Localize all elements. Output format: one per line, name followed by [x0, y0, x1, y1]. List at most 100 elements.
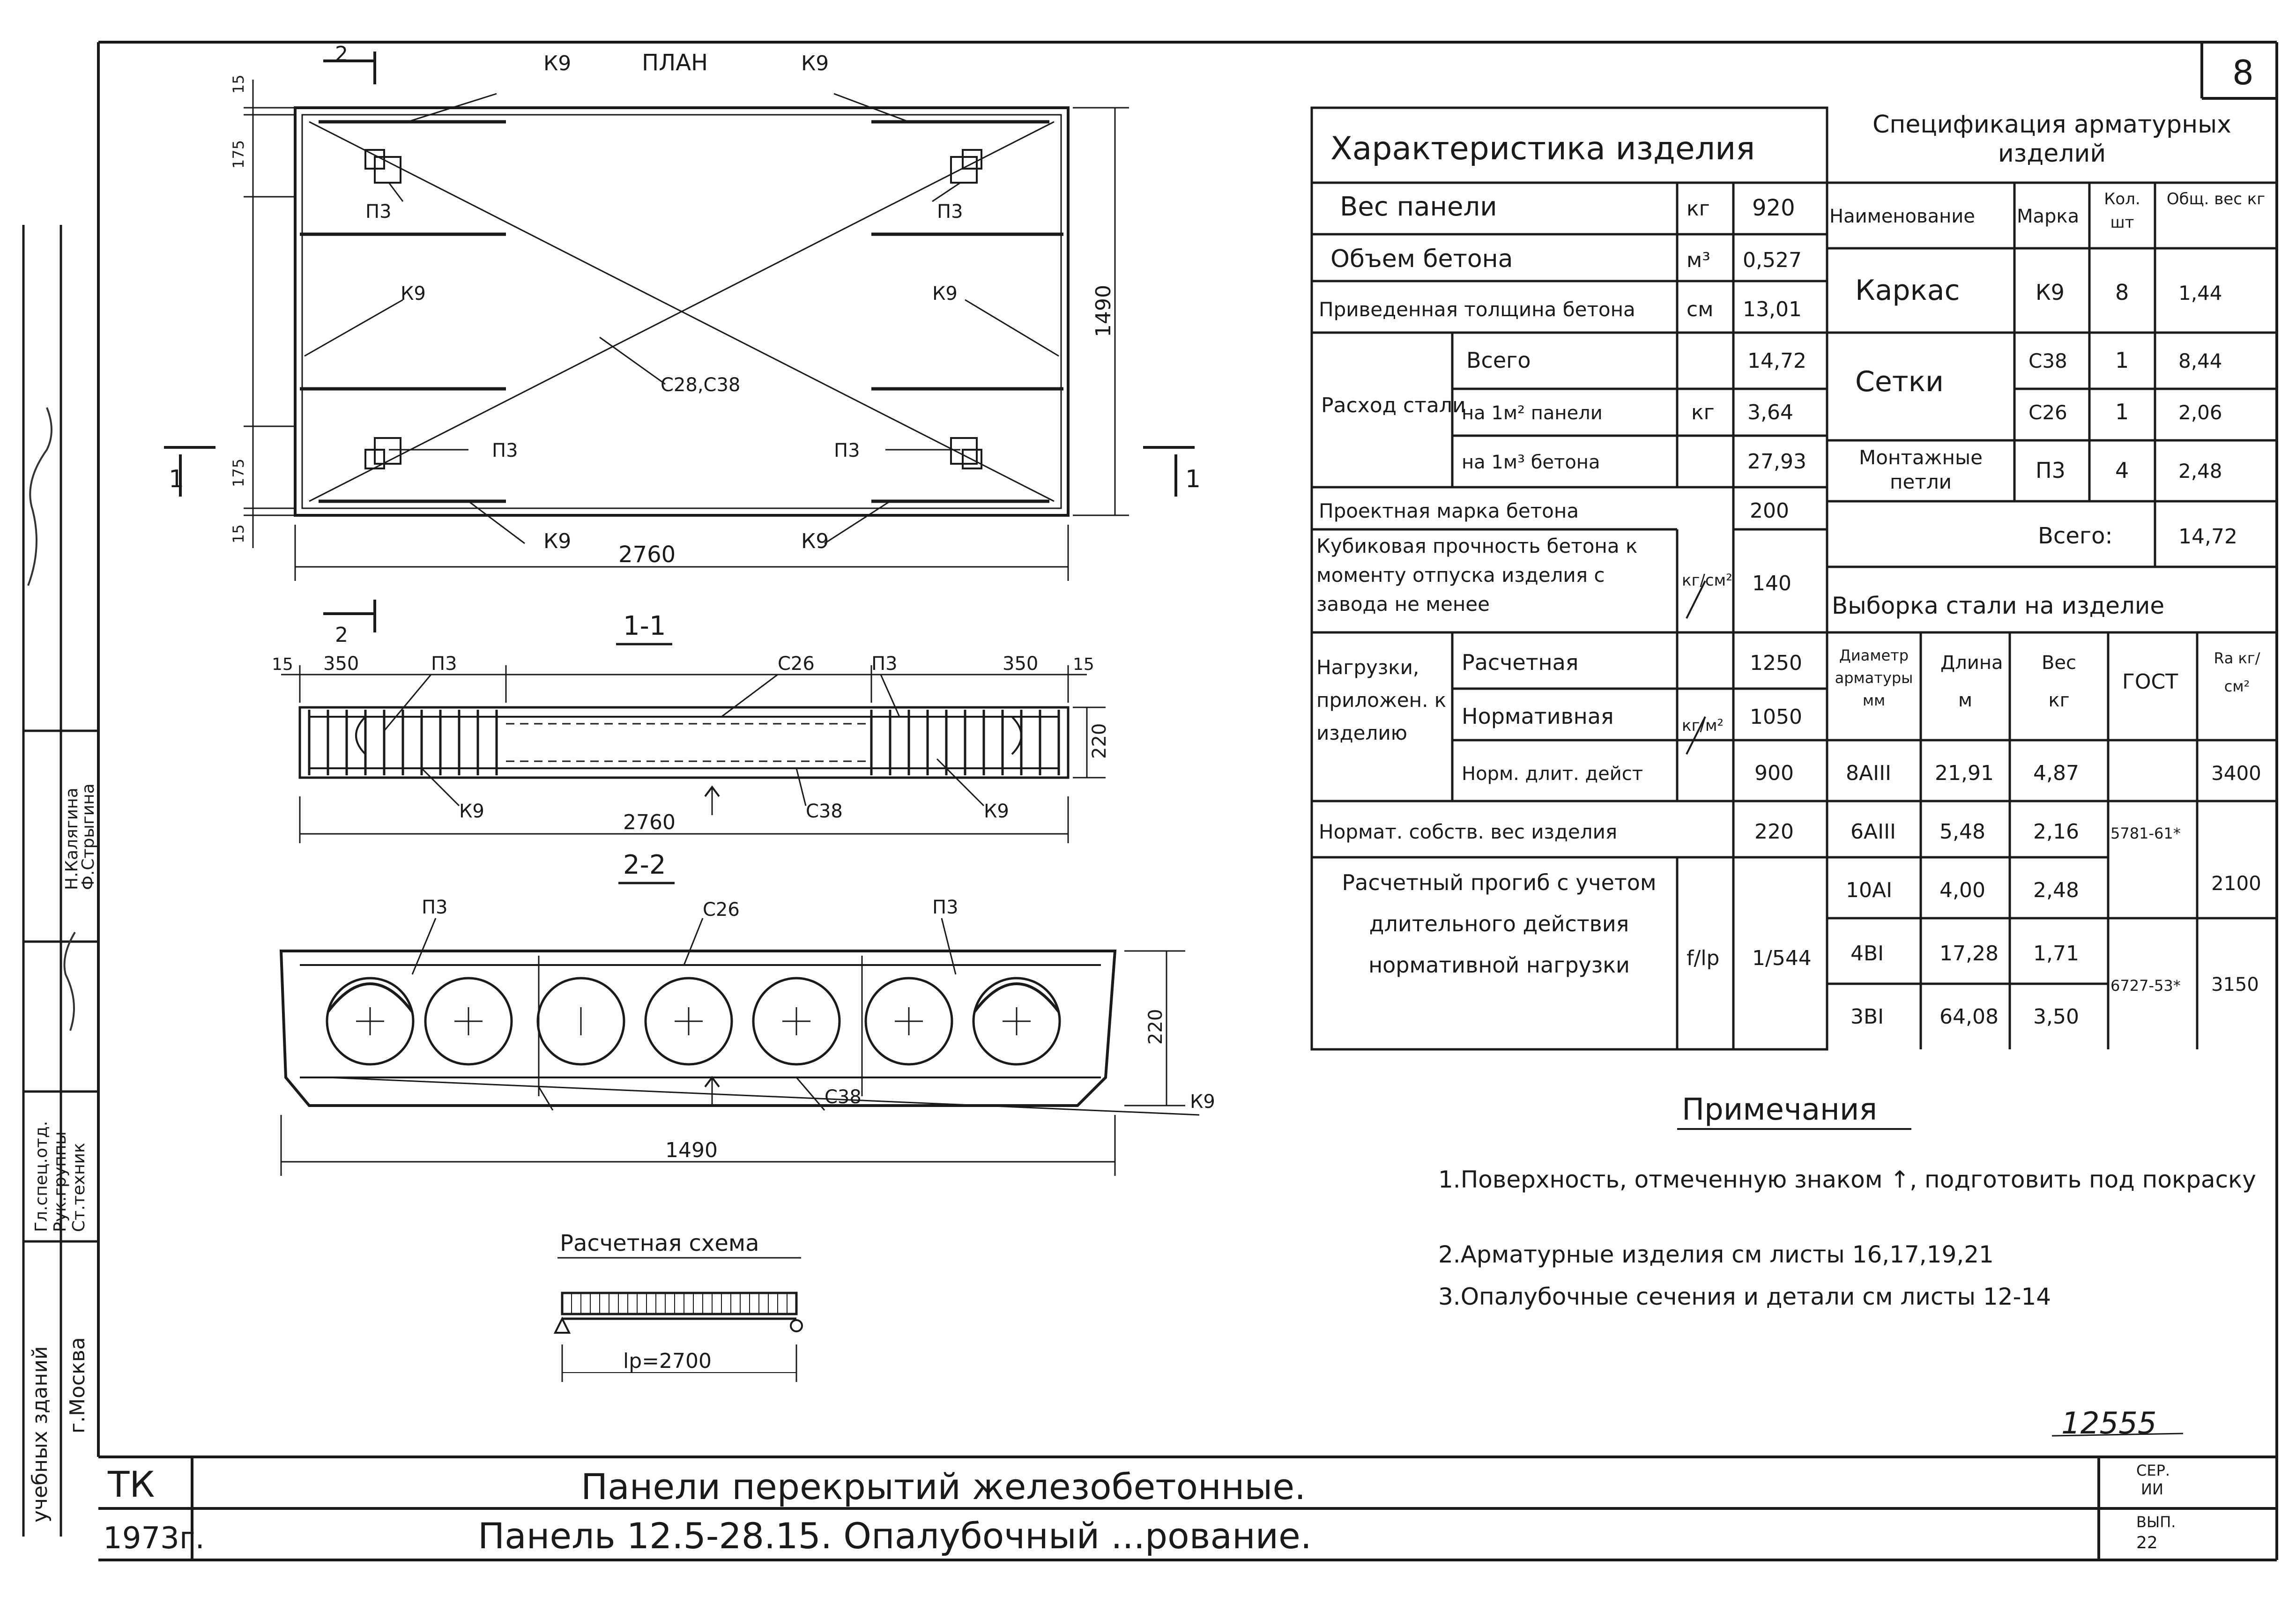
spec-row-mesh2-weight: 2,06	[2178, 401, 2222, 424]
steel-row2-gost: 5781-61*	[2110, 824, 2181, 842]
char-loads-sub-long: Норм. длит. дейст	[1462, 763, 1643, 785]
specification-table	[1827, 181, 2277, 568]
char-loads-name: Нагрузки, приложен. к изделию	[1316, 656, 1447, 744]
spec-row-loops-qty: 4	[2115, 458, 2129, 483]
stamp-name-2: Ф.Стрыгина	[79, 783, 98, 890]
section11-k9-left: К9	[459, 801, 484, 822]
steel-header-len: Длина м	[1940, 652, 2003, 711]
steel-row5-len: 64,08	[1939, 1005, 1999, 1029]
spec-row-frame-qty: 8	[2115, 280, 2129, 305]
plan-mesh-label: С28,С38	[661, 374, 740, 396]
char-deflection-name: Расчетный прогиб с учетом длительного де…	[1342, 870, 1657, 978]
section11-height: 220	[1089, 723, 1110, 759]
steel-row4-ra: 3150	[2211, 974, 2259, 995]
steel-header-ra: Rа кг/см²	[2214, 649, 2260, 695]
section11-length: 2760	[623, 810, 676, 834]
spec-title-box: Спецификация арматурных изделий	[1872, 111, 2231, 168]
plan-cut2-bottom: 2	[335, 623, 348, 647]
spec-row-mesh1-qty: 1	[2115, 348, 2129, 373]
steel-title: Выборка стали на изделие	[1832, 592, 2164, 619]
spec-header-qty-box: Кол. шт	[2104, 190, 2140, 232]
steel-row4-w: 1,71	[2033, 942, 2079, 965]
series-label-2: ИИ	[2141, 1480, 2163, 1498]
plan-cut1-left: 1	[169, 465, 184, 493]
plan-k9-bottom-right: К9	[801, 529, 829, 553]
char-loads-sub-design: Расчетная	[1462, 650, 1578, 675]
steel-row4-len: 17,28	[1939, 942, 1999, 965]
section22-p3-left: П3	[422, 897, 448, 918]
section22-k9-label: К9	[1190, 1091, 1215, 1113]
char-steel-unit: кг	[1691, 401, 1715, 424]
steel-row1-d: 8АIII	[1846, 761, 1891, 785]
plan-offset-dim-top: 175	[230, 140, 247, 169]
notes-title: Примечания	[1682, 1092, 1877, 1127]
spec-title: Спецификация арматурных изделий	[1872, 111, 2231, 168]
steel-header-d-box: Диаметр арматуры мм	[1835, 646, 1913, 709]
note-1: 1.Поверхность, отмеченную знаком ↑, подг…	[1438, 1166, 2256, 1193]
plan-p3-bottom-left: П3	[492, 440, 518, 461]
char-volume-unit: м³	[1687, 248, 1710, 272]
char-thickness-name: Приведенная толщина бетона	[1319, 298, 1635, 321]
char-weight-unit: кг	[1687, 197, 1710, 221]
org-code: ТК	[107, 1463, 155, 1505]
steel-row2-w: 2,16	[2033, 820, 2079, 844]
section11-p3-left: П3	[431, 653, 457, 675]
steel-row2-d: 6АIII	[1850, 820, 1896, 844]
spec-row-mesh-name: Сетки	[1855, 365, 1944, 398]
spec-total-label: Всего:	[2038, 523, 2113, 549]
stamp-org: учебных зданий	[28, 1346, 52, 1522]
steel-row3-d: 10АI	[1846, 878, 1892, 902]
spec-row-frame-weight: 1,44	[2178, 282, 2222, 304]
section-2-2	[279, 882, 1200, 1176]
spec-row-loops-mark: П3	[2036, 458, 2066, 483]
plan-p3-bottom-right: П3	[834, 440, 860, 461]
section22-c38-label: С38	[825, 1086, 862, 1108]
steel-row4-gost: 6727-53*	[2110, 977, 2181, 995]
plan-k9-top-right: К9	[801, 52, 829, 75]
spec-header-name: Наименование	[1829, 206, 1975, 227]
spec-row-mesh2-mark: С26	[2029, 401, 2067, 424]
characteristics-table	[1310, 106, 1828, 1051]
spec-row-loops-name-box: Монтажные петли	[1859, 446, 1983, 493]
char-grade-name: Проектная марка бетона	[1319, 499, 1579, 522]
plan-k9-mid-left: К9	[401, 283, 426, 304]
char-selfweight-name: Нормат. собств. вес изделия	[1319, 820, 1617, 843]
spec-row-frame-mark: К9	[2036, 280, 2065, 305]
char-weight-name: Вес панели	[1340, 192, 1497, 222]
plan-k9-bottom-left: К9	[543, 529, 571, 553]
spec-row-mesh1-weight: 8,44	[2178, 349, 2222, 372]
series-label-3: ВЫП.	[2136, 1513, 2176, 1531]
spec-row-loops-name: Монтажные петли	[1859, 446, 1983, 493]
stamp-role-1: Гл.спец.отд.	[32, 1121, 51, 1232]
plan-edge-dim-top: 15	[230, 74, 247, 94]
char-volume-name: Объем бетона	[1330, 245, 1513, 273]
section22-width: 1490	[665, 1138, 718, 1162]
section11-k9-right: К9	[984, 801, 1009, 822]
spec-header-weight-box: Общ. вес кг	[2167, 190, 2265, 208]
plan-height-dim: 1490	[1092, 285, 1115, 337]
steel-header-w-box: Вес кг	[2042, 652, 2076, 711]
section11-c38-label: С38	[806, 801, 843, 822]
title-block	[98, 1433, 2277, 1561]
note-3: 3.Опалубочные сечения и детали см листы …	[1438, 1283, 2051, 1310]
section11-c26-label: С26	[778, 653, 815, 675]
archive-number: 12555	[2061, 1406, 2157, 1441]
char-grade-value: 200	[1750, 499, 1789, 523]
section22-c26-label: С26	[703, 899, 740, 921]
char-steel-per-m2: 3,64	[1747, 401, 1793, 424]
plan-cut1-right: 1	[1185, 465, 1201, 493]
char-strength-value: 140	[1752, 572, 1791, 595]
section22-title: 2-2	[623, 850, 666, 880]
steel-table	[1827, 631, 2277, 1049]
steel-header-len-box: Длина м	[1940, 652, 2003, 711]
title-line-1: Панели перекрытий железобетонные.	[581, 1466, 1306, 1507]
spec-row-mesh2-qty: 1	[2115, 399, 2129, 424]
char-thickness-unit: см	[1687, 297, 1713, 321]
section-1-1	[281, 643, 1106, 843]
section11-edge-right: 15	[1073, 655, 1094, 674]
stamp-role-3: Ст.техник	[69, 1143, 89, 1232]
section22-p3-right: П3	[932, 897, 959, 918]
char-strength-name: Кубиковая прочность бетона к моменту отп…	[1316, 535, 1638, 616]
spec-row-loops-weight: 2,48	[2178, 460, 2222, 483]
